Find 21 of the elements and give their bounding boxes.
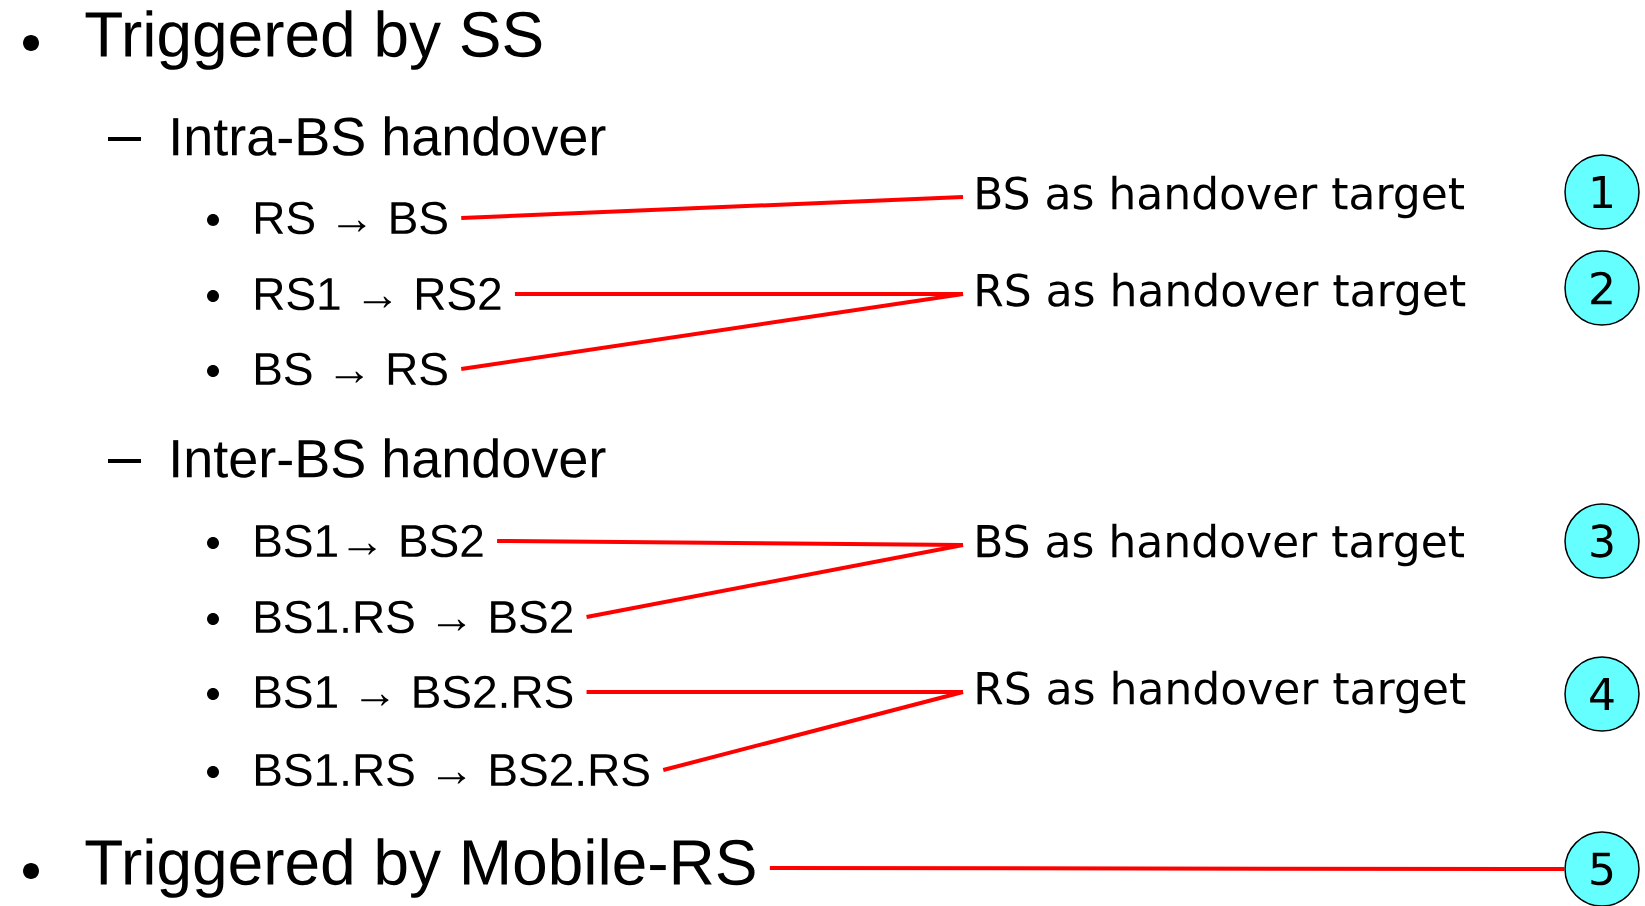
connector-line — [662, 690, 964, 772]
target-label: BS as handover target — [977, 175, 1464, 219]
list-item: BS1.RS → BS2 — [256, 600, 572, 634]
list-item: RS1 → RS2 — [256, 277, 501, 311]
list-item: BS1→ BS2 — [256, 524, 483, 558]
connector-line — [461, 195, 964, 220]
target-label: RS as handover target — [977, 272, 1466, 316]
connector-line — [586, 543, 964, 619]
list-item: Triggered by Mobile-RS — [85, 838, 755, 898]
target-label: RS as handover target — [977, 670, 1466, 714]
list-item: BS1 → BS2.RS — [256, 675, 573, 709]
subheading: Intra-BS handover — [173, 116, 606, 156]
subheading: Inter-BS handover — [173, 438, 606, 478]
target-label: BS as handover target — [977, 523, 1464, 567]
list-item: BS → RS — [256, 352, 447, 386]
connector-line — [460, 292, 964, 371]
heading: Triggered by SS — [85, 10, 542, 70]
list-item: BS1.RS → BS2.RS — [256, 753, 649, 787]
connector-line — [769, 866, 1565, 871]
list-item: RS → BS — [256, 201, 447, 235]
connector-line — [586, 690, 963, 694]
